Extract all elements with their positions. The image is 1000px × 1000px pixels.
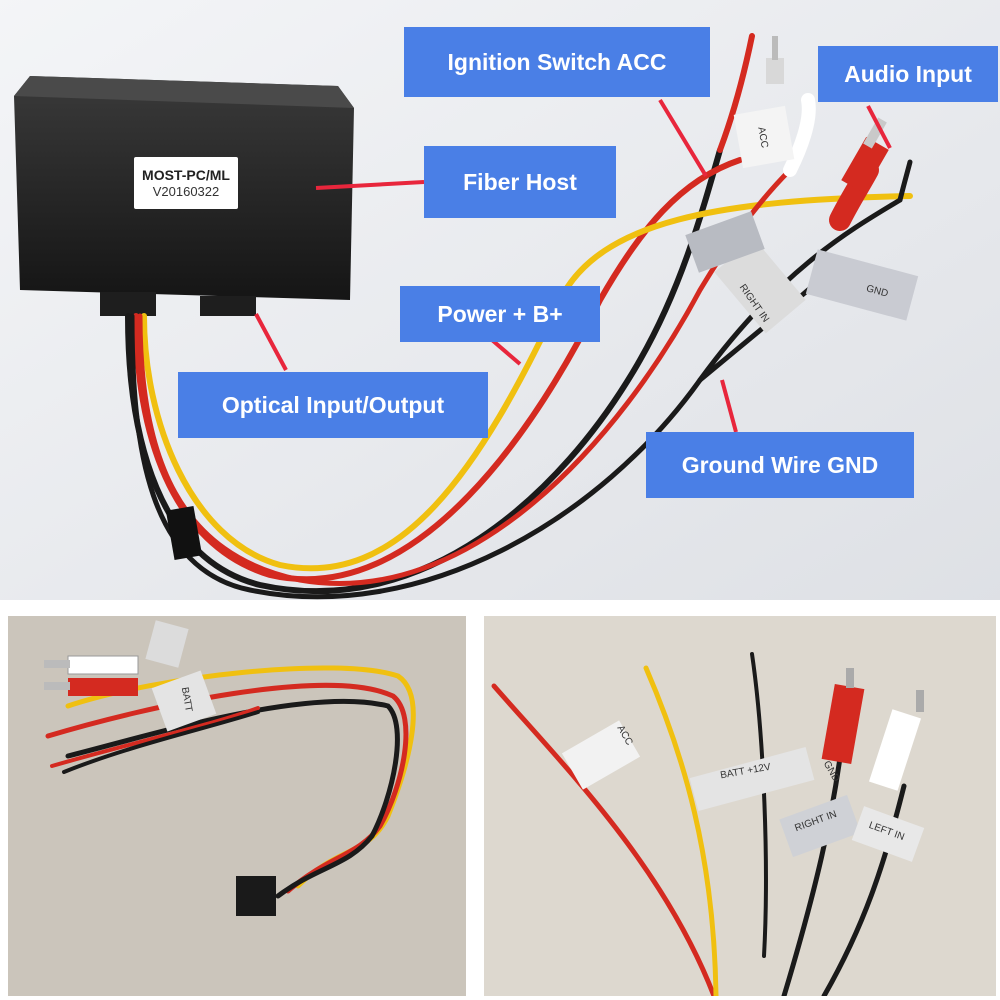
callout-optical: Optical Input/Output — [178, 372, 488, 438]
rca-white — [67, 655, 139, 675]
br-rca-white — [868, 709, 922, 791]
tag-blank — [685, 211, 765, 273]
callout-ignition: Ignition Switch ACC — [404, 27, 710, 97]
device-label: MOST-PC/ML V20160322 — [134, 157, 238, 209]
device-version: V20160322 — [152, 183, 220, 199]
device-model: MOST-PC/ML — [142, 166, 230, 183]
br-tag-right-in — [779, 794, 861, 858]
br-rca-red — [821, 683, 865, 765]
connector-right — [200, 296, 256, 316]
molex-connector — [236, 876, 276, 916]
harness-on-board — [8, 616, 466, 996]
connector-left — [100, 292, 156, 316]
tag-right-in — [714, 238, 806, 334]
bottom-left-harness-photo: BATT — [8, 616, 466, 996]
rca-plug-red — [841, 117, 889, 194]
callout-power: Power + B+ — [400, 286, 600, 342]
tag-gnd — [805, 249, 919, 321]
br-tag-left-in — [851, 806, 925, 862]
br-tag-acc — [561, 720, 641, 790]
wire-bundle — [125, 33, 913, 600]
leader-lines — [254, 98, 892, 433]
rca-plug-white — [766, 36, 784, 84]
tag-acc — [733, 105, 795, 169]
callout-ground: Ground Wire GND — [646, 432, 914, 498]
loose-leads — [484, 616, 996, 996]
top-product-photo: MOST-PC/ML V20160322 ACC RIGHT IN GND Ig… — [0, 0, 1000, 600]
callout-audio-input: Audio Input — [818, 46, 998, 102]
rca-red — [68, 678, 138, 696]
callout-fiber-host: Fiber Host — [424, 146, 616, 218]
br-tag-batt — [689, 747, 815, 811]
bottom-right-leads-photo: ACC BATT +12V RIGHT IN LEFT IN GND — [484, 616, 996, 996]
